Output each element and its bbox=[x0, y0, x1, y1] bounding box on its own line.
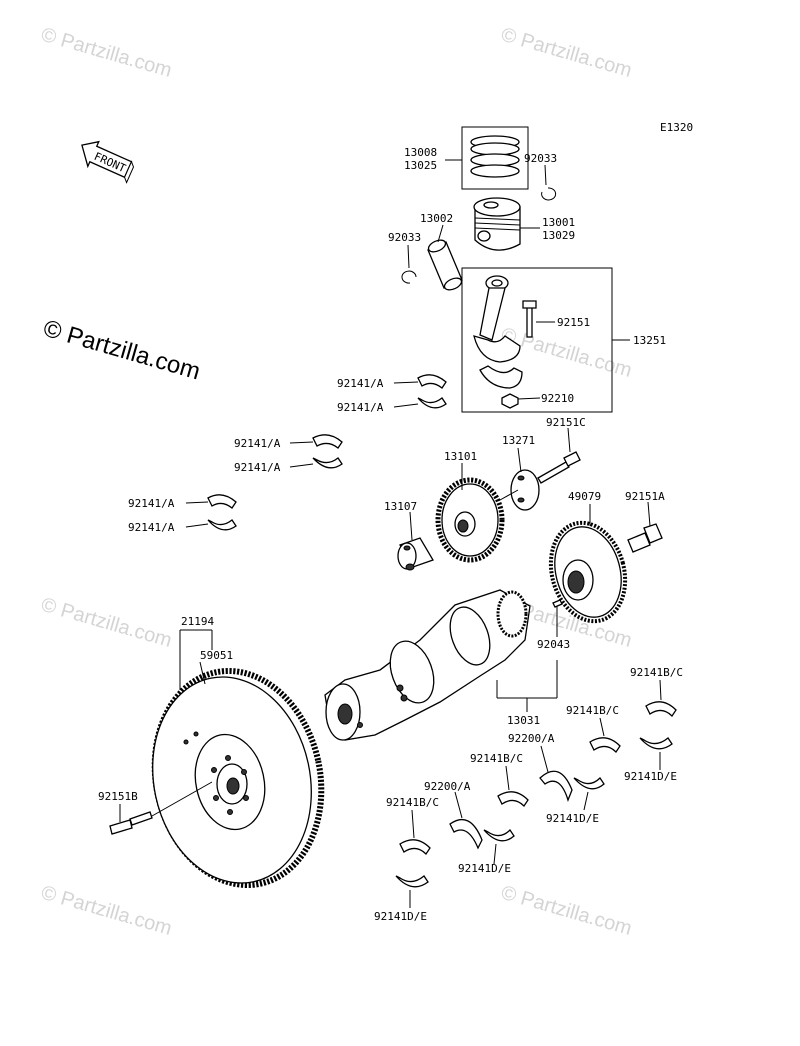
crankshaft bbox=[324, 589, 558, 741]
flywheel bbox=[151, 629, 325, 889]
watermark-lower-left: © Partzilla.com bbox=[39, 594, 175, 652]
watermark-large: © Partzilla.com bbox=[40, 315, 203, 386]
label-21194: 21194 bbox=[181, 615, 214, 628]
label-92200a-1: 92200/A bbox=[508, 732, 555, 745]
front-arrow-icon: FRONT bbox=[81, 140, 135, 184]
label-92200a-2: 92200/A bbox=[424, 780, 471, 793]
connecting-rod-assembly bbox=[461, 267, 630, 413]
label-92141bc-3: 92141B/C bbox=[470, 752, 523, 765]
idler-bolt bbox=[537, 427, 581, 484]
piston bbox=[473, 197, 540, 251]
label-92033-right: 92033 bbox=[524, 152, 557, 165]
label-59051: 59051 bbox=[200, 649, 233, 662]
idler-plate bbox=[499, 447, 540, 511]
label-13031: 13031 bbox=[507, 714, 540, 727]
label-92151a: 92151A bbox=[625, 490, 665, 503]
label-49079: 49079 bbox=[568, 490, 601, 503]
crank-gear-bolt bbox=[627, 501, 663, 553]
label-13025: 13025 bbox=[404, 159, 437, 172]
idler-gear-bearings bbox=[289, 434, 343, 469]
label-92151: 92151 bbox=[557, 316, 590, 329]
watermark-top-right: © Partzilla.com bbox=[499, 24, 635, 82]
label-92141bc-1: 92141B/C bbox=[630, 666, 683, 679]
connecting-rod-bearings bbox=[393, 374, 447, 409]
label-92141de-3: 92141D/E bbox=[458, 862, 511, 875]
label-92141de-4: 92141D/E bbox=[374, 910, 427, 923]
watermark-bottom-right: © Partzilla.com bbox=[499, 882, 635, 940]
idler-shaft bbox=[397, 511, 434, 571]
crankshaft-gear bbox=[548, 504, 628, 624]
label-92141a-3: 92141/A bbox=[234, 437, 281, 450]
label-13107: 13107 bbox=[384, 500, 417, 513]
crankshaft-key bbox=[552, 599, 563, 608]
label-92141de-2: 92141D/E bbox=[546, 812, 599, 825]
label-13251: 13251 bbox=[633, 334, 666, 347]
label-92151c: 92151C bbox=[546, 416, 586, 429]
label-92141a-4: 92141/A bbox=[234, 461, 281, 474]
piston-pin-clip-left bbox=[401, 270, 417, 284]
label-13271: 13271 bbox=[502, 434, 535, 447]
idler-gear bbox=[435, 463, 505, 563]
label-92141bc-4: 92141B/C bbox=[386, 796, 439, 809]
label-92033-left: 92033 bbox=[388, 231, 421, 244]
label-13008: 13008 bbox=[404, 146, 437, 159]
piston-pin-clip-right bbox=[541, 187, 557, 201]
flywheel-bolt bbox=[109, 781, 213, 835]
watermark-top-left: © Partzilla.com bbox=[39, 24, 175, 82]
label-13029: 13029 bbox=[542, 229, 575, 242]
label-92151b: 92151B bbox=[98, 790, 138, 803]
label-92141a-5: 92141/A bbox=[128, 497, 175, 510]
piston-pin bbox=[427, 224, 463, 291]
label-92141a-6: 92141/A bbox=[128, 521, 175, 534]
label-13002: 13002 bbox=[420, 212, 453, 225]
label-92141de-1: 92141D/E bbox=[624, 770, 677, 783]
label-92210: 92210 bbox=[541, 392, 574, 405]
main-bearings-a bbox=[185, 494, 237, 531]
label-13001: 13001 bbox=[542, 216, 575, 229]
main-bearings-bc-de bbox=[395, 679, 677, 908]
label-92141a-2: 92141/A bbox=[337, 401, 384, 414]
watermark-bottom-left: © Partzilla.com bbox=[39, 882, 175, 940]
diagram-code: E1320 bbox=[660, 121, 693, 134]
label-92141a-1: 92141/A bbox=[337, 377, 384, 390]
label-92043: 92043 bbox=[537, 638, 570, 651]
label-13101: 13101 bbox=[444, 450, 477, 463]
piston-rings bbox=[445, 126, 529, 190]
label-92141bc-2: 92141B/C bbox=[566, 704, 619, 717]
